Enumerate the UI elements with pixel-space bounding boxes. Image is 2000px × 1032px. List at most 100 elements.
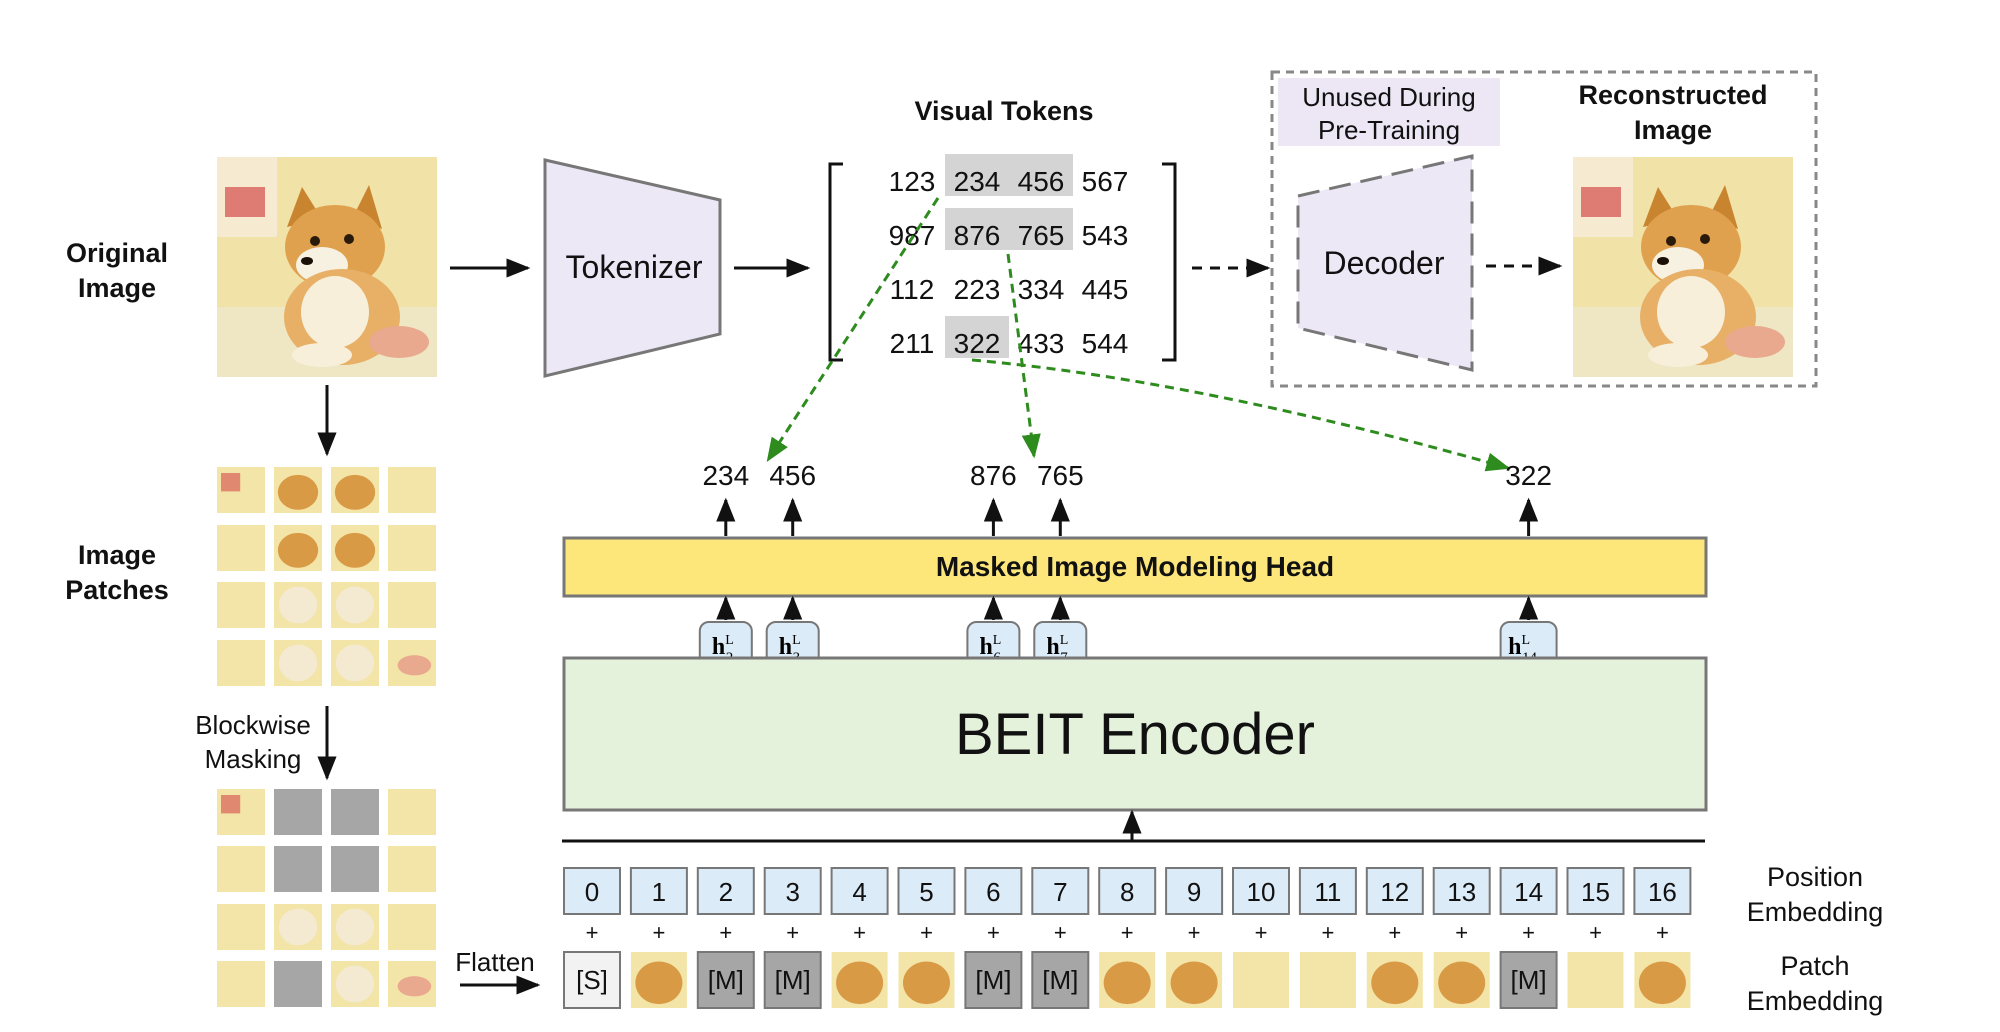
mask-token-label: [M] xyxy=(1042,965,1078,995)
token-value: 211 xyxy=(890,328,935,359)
visible-patch xyxy=(388,789,436,835)
image-patches-grid xyxy=(217,467,436,686)
patch-embedding-image xyxy=(831,952,888,1008)
position-index: 7 xyxy=(1053,877,1067,907)
original-image-label-line1: Original xyxy=(66,238,168,268)
position-index: 6 xyxy=(986,877,1000,907)
visual-tokens-title: Visual Tokens xyxy=(914,96,1093,126)
position-box xyxy=(1031,867,1090,915)
reconstructed-image xyxy=(1573,157,1793,377)
predicted-token: 234 xyxy=(702,460,749,491)
position-index: 11 xyxy=(1314,877,1341,907)
mask-token-label: [M] xyxy=(1511,965,1547,995)
mask-token-box xyxy=(964,951,1023,1009)
mask-token-box xyxy=(763,951,822,1009)
plus-sign: + xyxy=(1321,920,1334,945)
position-box xyxy=(629,867,688,915)
image-patch xyxy=(274,525,322,571)
plus-sign: + xyxy=(1656,920,1669,945)
token-value: 567 xyxy=(1082,166,1129,197)
green-arrow-322 xyxy=(971,358,1511,472)
tokenizer-label: Tokenizer xyxy=(566,249,703,285)
decoder-label: Decoder xyxy=(1324,245,1445,281)
token-highlight xyxy=(1009,208,1073,250)
image-patch xyxy=(388,467,436,513)
plus-sign: + xyxy=(652,920,665,945)
mask-token-box xyxy=(696,951,755,1009)
flatten-label: Flatten xyxy=(455,947,535,977)
green-arrow-234 xyxy=(766,197,940,463)
plus-sign: + xyxy=(1522,920,1535,945)
token-value: 223 xyxy=(954,274,1001,305)
token-highlight xyxy=(945,154,1009,196)
image-patch xyxy=(388,582,436,628)
image-patch xyxy=(331,467,379,513)
masked-patch xyxy=(274,961,322,1007)
predicted-token: 876 xyxy=(970,460,1017,491)
patch-embedding-image xyxy=(1433,952,1490,1008)
encoder-block xyxy=(562,656,1708,812)
visible-patch xyxy=(388,961,436,1007)
position-index: 2 xyxy=(719,877,733,907)
patch-embedding-image xyxy=(630,952,687,1008)
original-image-label-line2: Image xyxy=(78,273,156,303)
reconstructed-label-line2: Image xyxy=(1634,115,1712,145)
visible-patch xyxy=(331,961,379,1007)
token-bracket-left xyxy=(828,162,843,362)
mim-head-block xyxy=(562,536,1708,598)
visual-token-grid: 1232344565679878767655431122233344452113… xyxy=(889,154,1129,359)
position-index: 3 xyxy=(785,877,799,907)
patch-embedding-image xyxy=(1099,952,1156,1008)
masked-patch xyxy=(331,846,379,892)
plus-sign: + xyxy=(987,920,1000,945)
position-box xyxy=(1232,867,1290,915)
patch-embedding-image xyxy=(1366,952,1423,1008)
visible-patch xyxy=(217,789,265,835)
green-arrow-765 xyxy=(1006,253,1041,459)
special-token-box xyxy=(563,951,621,1009)
patch-embeddings: [S][M][M][M][M][M] xyxy=(563,951,1691,1009)
position-box xyxy=(1298,867,1357,915)
token-value: 445 xyxy=(1082,274,1129,305)
plus-row: +++++++++++++++++ xyxy=(586,920,1669,945)
image-patch xyxy=(331,582,379,628)
image-patches-label-line2: Patches xyxy=(65,575,169,605)
plus-sign: + xyxy=(719,920,732,945)
blockwise-masking-label-line2: Masking xyxy=(205,744,302,774)
visible-patch xyxy=(217,846,265,892)
patch-embedding-image xyxy=(1233,952,1289,1008)
mask-token-label: [M] xyxy=(775,965,811,995)
patch-embedding-label-line1: Patch xyxy=(1780,951,1849,981)
position-box xyxy=(1499,867,1558,915)
patch-embedding-image xyxy=(898,952,955,1008)
plus-sign: + xyxy=(1589,920,1602,945)
position-box xyxy=(763,867,822,915)
special-token-label: [S] xyxy=(576,965,608,995)
token-value: 334 xyxy=(1018,274,1065,305)
image-patch xyxy=(274,582,322,628)
plus-sign: + xyxy=(586,920,599,945)
position-box xyxy=(964,867,1023,915)
patch-embedding-image xyxy=(1166,952,1223,1008)
token-value: 876 xyxy=(954,220,1001,251)
position-index: 9 xyxy=(1187,877,1201,907)
plus-sign: + xyxy=(786,920,799,945)
masked-patch xyxy=(331,789,379,835)
token-highlight xyxy=(945,208,1009,250)
position-embedding-label-line2: Embedding xyxy=(1747,897,1884,927)
image-patches-label-line1: Image xyxy=(78,540,156,570)
reconstructed-label-line1: Reconstructed xyxy=(1578,80,1767,110)
token-value: 543 xyxy=(1082,220,1129,251)
position-index: 0 xyxy=(585,877,599,907)
predicted-token: 765 xyxy=(1037,460,1084,491)
plus-sign: + xyxy=(1188,920,1201,945)
position-box xyxy=(563,867,621,915)
unused-label-line1: Unused During xyxy=(1302,82,1475,112)
position-index: 10 xyxy=(1247,877,1276,907)
mim-head-label: Masked Image Modeling Head xyxy=(936,551,1334,582)
token-value: 112 xyxy=(890,274,935,305)
plus-sign: + xyxy=(853,920,866,945)
position-embedding-label-line1: Position xyxy=(1767,862,1863,892)
plus-sign: + xyxy=(1455,920,1468,945)
